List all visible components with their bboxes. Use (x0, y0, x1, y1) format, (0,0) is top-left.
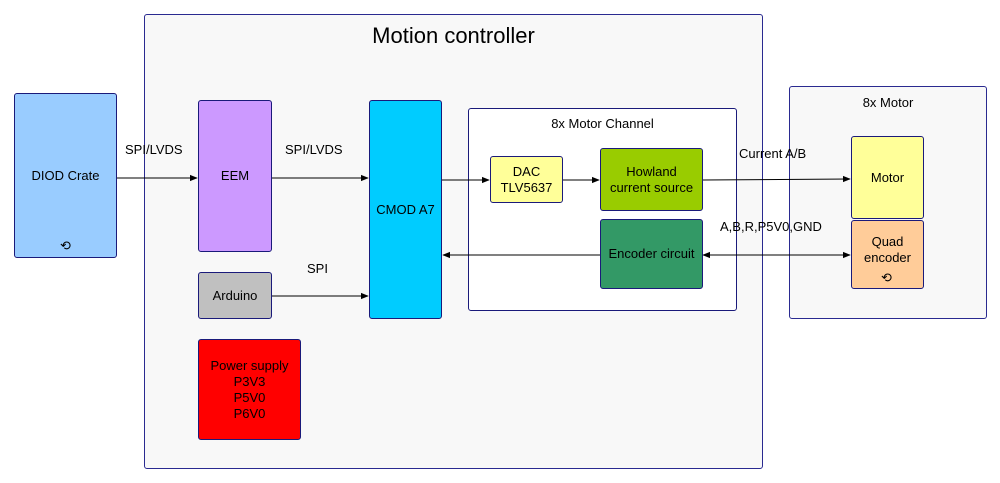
encoder-circuit-label: Encoder circuit (608, 246, 695, 261)
power-supply-label: Power supply (210, 357, 289, 373)
dac-part-label: TLV5637 (500, 179, 553, 195)
power-rail-p3v3: P3V3 (233, 373, 266, 389)
howland-to-motor-arrow (702, 175, 851, 183)
arduino-box: Arduino (198, 272, 272, 319)
motion-controller-title: Motion controller (372, 23, 535, 48)
quad-encoder-box: Quad encoder ⟲ (851, 220, 924, 289)
eem-box: EEM (198, 100, 272, 252)
crate-to-eem-label: SPI/LVDS (125, 142, 183, 157)
motor-channel-title: 8x Motor Channel (551, 116, 654, 131)
diod-crate-label: DIOD Crate (31, 167, 100, 183)
diod-crate-box: DIOD Crate ⟲ (14, 93, 117, 258)
howland-label: Howland (626, 163, 677, 179)
cmod-a7-label: CMOD A7 (376, 201, 435, 217)
refresh-icon: ⟲ (881, 270, 892, 285)
refresh-icon: ⟲ (60, 238, 71, 253)
motor-group-title: 8x Motor (862, 95, 914, 110)
power-supply-box: Power supply P3V3 P5V0 P6V0 (198, 339, 301, 440)
encoder-circuit-box: Encoder circuit (600, 219, 703, 289)
howland-box: Howland current source (600, 148, 703, 211)
eem-label: EEM (220, 168, 250, 183)
dac-label: DAC (512, 163, 541, 179)
motor-box: Motor (851, 136, 924, 219)
encoder-signals-label: A,B,R,P5V0,GND (720, 219, 822, 234)
dac-box: DAC TLV5637 (490, 156, 563, 203)
motor-label: Motor (870, 169, 905, 185)
arduino-to-cmod-label: SPI (307, 261, 328, 276)
cmod-a7-box: CMOD A7 (369, 100, 442, 319)
current-label: Current A/B (739, 146, 807, 161)
power-rail-p6v0: P6V0 (233, 405, 266, 421)
quad-encoder-sub-label: encoder (864, 249, 911, 265)
arduino-label: Arduino (212, 287, 258, 303)
eem-to-cmod-label: SPI/LVDS (285, 142, 343, 157)
howland-sub-label: current source (609, 179, 694, 195)
power-rail-p5v0: P5V0 (233, 389, 266, 405)
quad-encoder-label: Quad (871, 233, 904, 249)
